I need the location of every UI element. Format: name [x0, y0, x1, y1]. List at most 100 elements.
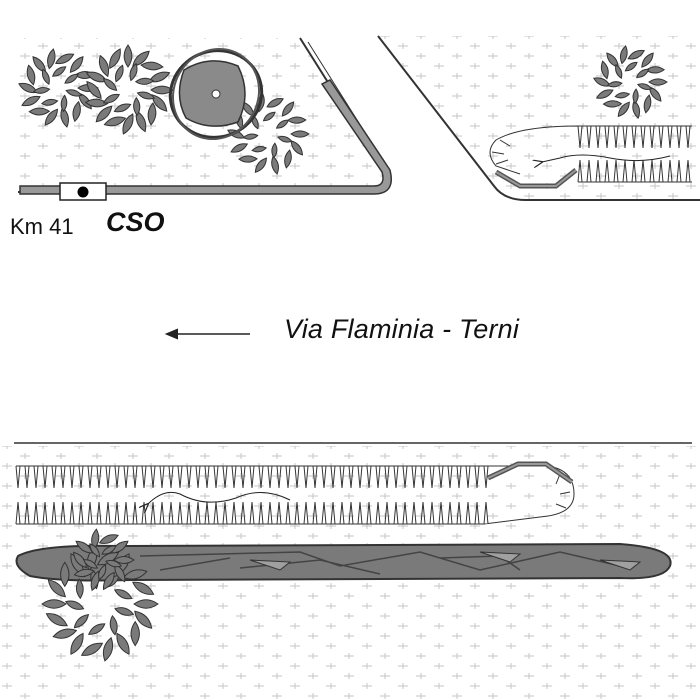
leaf	[122, 113, 134, 135]
leaf	[151, 94, 168, 112]
leaf	[134, 610, 153, 629]
top-left-sidewalk	[19, 79, 392, 195]
leaf	[80, 642, 104, 656]
leaf	[102, 636, 114, 662]
leaf	[111, 540, 129, 554]
leaf	[41, 68, 50, 86]
leaf	[109, 48, 121, 70]
leaf	[615, 64, 623, 79]
leaf	[114, 607, 135, 616]
leaf	[113, 589, 133, 600]
km-marker-box	[59, 182, 107, 201]
road-label: Via Flaminia - Terni	[284, 314, 520, 344]
leaf	[102, 93, 121, 104]
bush	[18, 48, 99, 128]
leaf	[45, 613, 68, 627]
leaf	[140, 61, 164, 71]
leaf	[632, 88, 639, 105]
leaf	[60, 94, 68, 113]
leaf	[619, 45, 628, 65]
leaf	[95, 105, 113, 123]
leaf	[254, 157, 267, 173]
leaf	[88, 623, 106, 635]
bush	[227, 93, 310, 175]
leaf	[26, 64, 36, 86]
leaf	[624, 61, 638, 72]
leaf	[133, 96, 141, 117]
leaf	[147, 102, 157, 126]
leaf	[606, 81, 623, 88]
leaf	[47, 48, 56, 70]
leaf	[73, 614, 90, 629]
leaf	[617, 101, 630, 118]
leaf	[64, 600, 85, 610]
leaf	[55, 53, 75, 65]
bottom-parking-comb	[15, 461, 575, 525]
leaf	[116, 632, 130, 655]
leaf	[132, 581, 155, 595]
leaf	[70, 632, 84, 655]
leaf	[636, 68, 650, 78]
leaf	[109, 614, 118, 636]
leaf	[101, 545, 117, 555]
leaf	[69, 56, 84, 73]
leaf	[98, 563, 107, 581]
leaf	[133, 599, 159, 609]
leaf	[275, 119, 290, 129]
leaf	[636, 83, 653, 90]
leaf	[96, 552, 120, 566]
leaf	[102, 78, 118, 91]
leaf	[115, 64, 124, 83]
leaf	[132, 50, 150, 67]
leaf	[134, 77, 155, 85]
bush	[73, 528, 135, 592]
leaf	[65, 89, 83, 97]
leaf	[648, 78, 668, 86]
leaf	[230, 143, 249, 153]
leaf	[75, 578, 84, 600]
bush	[41, 546, 159, 662]
leaf	[21, 95, 41, 107]
leaf	[136, 91, 156, 100]
leaf	[73, 551, 87, 569]
leaf	[40, 98, 59, 106]
leaf	[251, 146, 268, 153]
rotunda-structure	[168, 47, 264, 141]
leaf	[84, 98, 109, 108]
leaf	[72, 100, 81, 123]
leaf	[98, 534, 119, 544]
leaf	[75, 540, 93, 554]
leaf	[102, 571, 115, 591]
leaf	[86, 80, 102, 100]
leaf	[52, 66, 67, 77]
bush	[593, 45, 668, 119]
km-label: Km 41	[10, 214, 74, 239]
leaf	[129, 62, 138, 82]
leaf	[277, 135, 293, 143]
leaf	[271, 142, 278, 159]
leaf	[284, 149, 292, 169]
top-right-curb	[377, 35, 700, 201]
leaf	[266, 98, 284, 108]
leaf	[113, 556, 135, 564]
leaf	[238, 155, 258, 163]
site-label: CSO	[106, 207, 165, 237]
leaf	[44, 108, 58, 126]
top-right-lawn	[378, 36, 700, 200]
leaf	[113, 103, 132, 113]
top-right-parking-comb	[489, 125, 692, 189]
leaf	[123, 44, 133, 68]
leaf	[98, 54, 110, 78]
leaf	[595, 89, 614, 99]
leaf	[242, 133, 259, 140]
leaf	[150, 85, 174, 95]
bush	[84, 44, 174, 135]
leaf	[89, 543, 101, 558]
leaf	[103, 116, 127, 127]
leaf	[627, 49, 645, 60]
leaf	[52, 628, 78, 639]
leaf	[47, 579, 66, 598]
leaf	[614, 92, 631, 99]
